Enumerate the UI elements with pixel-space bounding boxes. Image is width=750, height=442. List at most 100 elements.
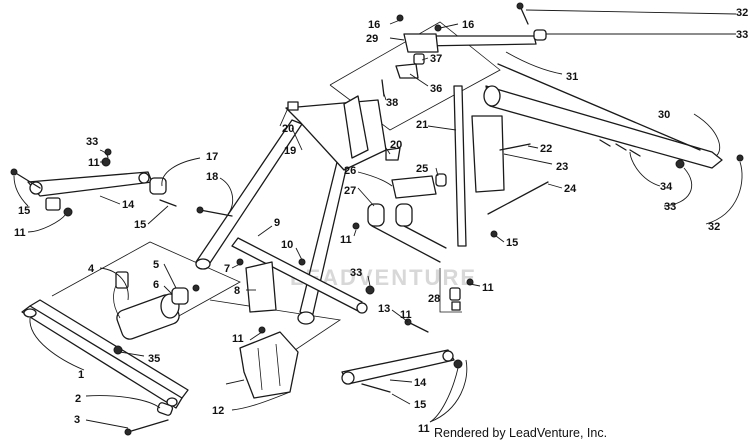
part-5-nut — [192, 284, 200, 292]
callout-11a: 11 — [88, 157, 100, 169]
callout-34: 34 — [660, 181, 673, 193]
callout-35: 35 — [148, 353, 160, 365]
callout-3: 3 — [74, 414, 80, 426]
callout-28: 28 — [428, 293, 440, 305]
part-14-right-arm — [341, 349, 455, 385]
callout-31: 31 — [566, 71, 578, 83]
group-outline-mount-28 — [439, 268, 462, 313]
part-33-nut-center — [365, 285, 375, 295]
callout-16b: 16 — [462, 19, 474, 31]
part-29-bracket — [403, 33, 439, 53]
callout-2: 2 — [75, 393, 81, 405]
callout-36: 36 — [430, 83, 442, 95]
callout-13: 13 — [378, 303, 390, 315]
callout-33d: 33 — [664, 201, 676, 213]
callout-14b: 14 — [414, 377, 427, 389]
part-15-bolt-left — [10, 168, 41, 189]
callout-20b: 20 — [390, 139, 402, 151]
part-37-clip — [413, 53, 425, 65]
part-15-bolt-small — [159, 199, 177, 207]
callout-25: 25 — [416, 163, 428, 175]
callout-16a: 16 — [368, 19, 380, 31]
part-33-nut-right — [675, 159, 685, 169]
callout-30: 30 — [658, 109, 670, 121]
callout-27: 27 — [344, 185, 356, 197]
callout-11e: 11 — [482, 282, 494, 294]
group-outline-motor-assembly — [51, 241, 241, 333]
callout-20a: 20 — [282, 123, 294, 135]
part-8-bracket — [245, 261, 277, 313]
callout-15b: 15 — [134, 219, 146, 231]
part-14-left-arm — [27, 171, 153, 211]
leader-lines — [13, 9, 743, 429]
callout-8: 8 — [234, 285, 240, 297]
callout-23: 23 — [556, 161, 568, 173]
callout-33a: 33 — [736, 29, 748, 41]
part-11-nut-center — [352, 222, 360, 230]
part-24-rod — [487, 181, 549, 215]
callout-22: 22 — [540, 143, 552, 155]
part-4-actuator-motor — [113, 271, 180, 340]
part-25-bushing — [435, 173, 447, 187]
part-30-upper-arm — [483, 63, 723, 169]
part-16-bolts — [396, 14, 442, 32]
render-credit: Rendered by LeadVenture, Inc. — [434, 426, 607, 440]
callout-24: 24 — [564, 183, 577, 195]
callout-1: 1 — [78, 369, 84, 381]
callout-18: 18 — [206, 171, 218, 183]
part-6-bushing — [171, 287, 189, 305]
callout-10: 10 — [281, 239, 293, 251]
callout-4: 4 — [88, 263, 95, 275]
callout-numbers: 1 2 3 4 5 6 7 8 9 10 11 11 11 11 11 11 1… — [14, 7, 748, 435]
part-18-bolt — [196, 206, 233, 217]
part-17-bushing — [149, 177, 167, 195]
part-7-screw — [236, 258, 244, 266]
callout-26: 26 — [344, 165, 356, 177]
callout-21: 21 — [416, 119, 428, 131]
part-34-bolts — [599, 139, 641, 157]
part-33-nut-left — [104, 148, 112, 156]
callout-11c: 11 — [340, 234, 352, 246]
part-11-nut-right-low — [453, 359, 463, 369]
part-3-bolt — [124, 419, 169, 436]
callout-11f: 11 — [418, 423, 430, 435]
part-35-fastener — [113, 345, 123, 355]
callout-15a: 15 — [18, 205, 30, 217]
callout-14a: 14 — [122, 199, 135, 211]
part-21-post — [453, 85, 467, 247]
callout-32b: 32 — [708, 221, 720, 233]
callout-33c: 33 — [350, 267, 362, 279]
callout-15c: 15 — [506, 237, 518, 249]
part-20-bracket-right — [385, 147, 401, 161]
part-11-nut-bracket — [258, 326, 266, 334]
part-38-pin — [381, 79, 385, 97]
callout-17: 17 — [206, 151, 218, 163]
callout-7: 7 — [224, 263, 230, 275]
part-19-main-frame — [195, 95, 387, 325]
part-36-clamp — [395, 63, 419, 79]
part-22-bolt — [499, 143, 531, 151]
callout-11d: 11 — [232, 333, 244, 345]
callout-5: 5 — [153, 259, 159, 271]
callout-32a: 32 — [736, 7, 748, 19]
callout-33b: 33 — [86, 136, 98, 148]
part-1-lower-arm — [21, 299, 189, 409]
part-15-bolt-post — [490, 230, 498, 238]
callout-12: 12 — [212, 405, 224, 417]
callout-15d: 15 — [414, 399, 426, 411]
callout-38: 38 — [386, 97, 398, 109]
callout-6: 6 — [153, 279, 159, 291]
callout-19: 19 — [284, 145, 296, 157]
part-11-nut-28 — [466, 278, 474, 286]
part-32-bolt-top — [516, 2, 529, 25]
callout-9: 9 — [274, 217, 280, 229]
callout-11g: 11 — [400, 309, 412, 321]
callout-11b: 11 — [14, 227, 26, 239]
part-28-spacer — [449, 287, 461, 311]
part-15-bolt-right — [361, 383, 391, 393]
part-9-crossbar — [231, 237, 368, 314]
callout-37: 37 — [430, 53, 442, 65]
part-33-nut-top — [533, 29, 547, 41]
